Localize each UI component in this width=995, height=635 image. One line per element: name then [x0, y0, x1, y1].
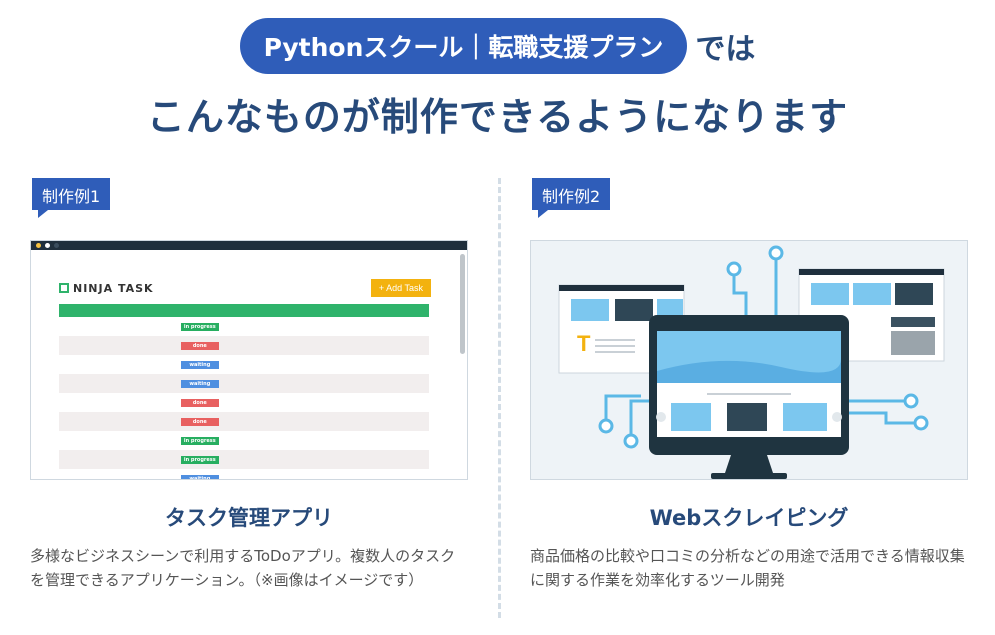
column-divider	[498, 178, 501, 618]
table-row: waiting	[59, 355, 429, 374]
status-badge: in progress	[180, 322, 219, 331]
plan-pill: Pythonスクール｜転職支援プラン	[239, 18, 688, 74]
page-title: こんなものが制作できるようになります	[146, 95, 849, 139]
example-tag-1: 制作例1	[32, 178, 111, 218]
table-row: in progress	[59, 317, 429, 336]
status-badge: done	[180, 341, 219, 350]
window-titlebar	[31, 241, 467, 250]
headline-row: Pythonスクール｜転職支援プラン では	[0, 18, 995, 74]
table-row: done	[59, 336, 429, 355]
svg-text:T: T	[577, 331, 591, 356]
logo-icon	[59, 283, 69, 293]
task-table: in progress done waiting waiting done do…	[59, 304, 429, 479]
status-badge: done	[180, 417, 219, 426]
card-description-2: 商品価格の比較や口コミの分析などの用途で活用できる情報収集に関する作業を効率化す…	[530, 547, 965, 589]
card-description-1: 多様なビジネスシーンで利用するToDoアプリ。複数人のタスクを管理できるアプリケ…	[30, 547, 456, 589]
app-body: NINJA TASK + Add Task in progress done w…	[31, 250, 467, 479]
example-card-2: 制作例2	[530, 178, 968, 589]
table-row: in progress	[59, 431, 429, 450]
window-dot-icon	[54, 243, 59, 248]
headline-suffix: では	[695, 32, 756, 67]
status-badge: waiting	[180, 474, 219, 479]
scraping-illustration: T	[530, 240, 968, 480]
status-badge: done	[180, 398, 219, 407]
app-name: NINJA TASK	[73, 282, 154, 295]
table-row: in progress	[59, 450, 429, 469]
example-card-1: 制作例1 NINJA TASK + Add Task in progress d…	[30, 178, 468, 589]
status-badge: waiting	[180, 360, 219, 369]
example-tag-2: 制作例2	[532, 178, 611, 218]
status-badge: waiting	[180, 379, 219, 388]
table-header-row	[59, 304, 429, 317]
card-title-2: Webスクレイピング	[649, 506, 849, 530]
window-dot-icon	[45, 243, 50, 248]
table-row: waiting	[59, 469, 429, 479]
table-row: done	[59, 393, 429, 412]
status-badge: in progress	[180, 455, 219, 464]
window-dot-icon	[36, 243, 41, 248]
task-app-screenshot: NINJA TASK + Add Task in progress done w…	[30, 240, 468, 480]
app-logo: NINJA TASK	[59, 282, 154, 295]
header: Pythonスクール｜転職支援プラン では こんなものが制作できるようになります	[0, 0, 995, 150]
scraping-illustration-svg: T	[558, 245, 945, 479]
add-task-button: + Add Task	[370, 279, 431, 297]
status-badge: in progress	[180, 436, 219, 445]
table-row: done	[59, 412, 429, 431]
table-row: waiting	[59, 374, 429, 393]
card-title-1: タスク管理アプリ	[165, 506, 333, 530]
scrollbar	[460, 254, 465, 354]
